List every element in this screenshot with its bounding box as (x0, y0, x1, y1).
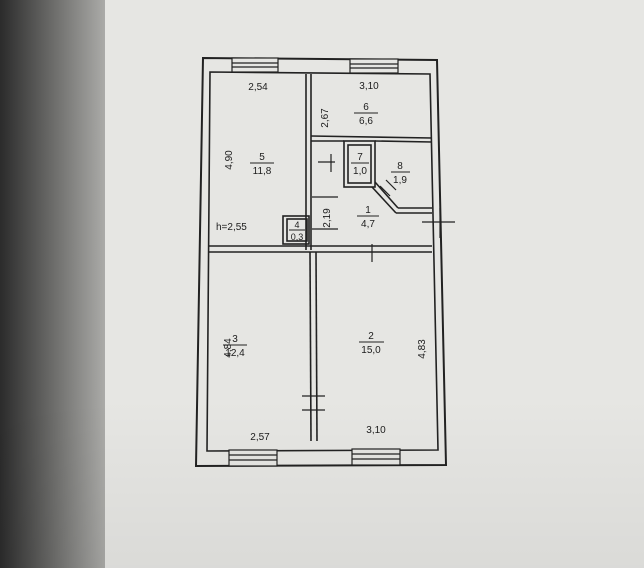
windows (228, 57, 401, 467)
interior-walls (208, 74, 433, 442)
dim-top-right-width: 3,10 (359, 81, 379, 92)
room-4-area: 0,3 (291, 232, 304, 242)
door-markers (302, 154, 455, 411)
paper-sheet (105, 0, 644, 568)
room-3-area: 12,4 (225, 348, 245, 359)
label-fraction-bars (223, 112, 410, 346)
dim-hall-height: 2,19 (322, 208, 333, 228)
dim-room3-height: 4,84 (223, 338, 234, 358)
room-7-number: 7 (357, 152, 363, 163)
dim-top-left-width: 2,54 (248, 82, 268, 93)
room-8-area: 1,9 (393, 175, 407, 186)
room-1-number: 1 (365, 205, 371, 216)
room-7-area: 1,0 (353, 166, 367, 177)
room-5-area: 11,8 (253, 166, 272, 177)
photo-shadow (0, 0, 120, 568)
room-5-number: 5 (259, 152, 265, 163)
dim-bottom-right-width: 3,10 (366, 425, 386, 436)
room-1-area: 4,7 (361, 219, 375, 230)
ceiling-height-label: h=2,55 (216, 222, 247, 233)
room-3-number: 3 (232, 334, 238, 345)
room-6-number: 6 (363, 102, 369, 113)
room-4-number: 4 (294, 220, 299, 230)
dim-room5-height: 4,90 (224, 150, 235, 170)
room-2-number: 2 (368, 331, 374, 342)
room-8-number: 8 (397, 161, 403, 172)
room-6-area: 6,6 (359, 116, 373, 127)
dim-room6-height: 2,67 (320, 108, 331, 128)
dim-room2-height: 4,83 (417, 339, 428, 359)
dim-bottom-left-width: 2,57 (250, 432, 270, 443)
room-2-area: 15,0 (361, 345, 381, 356)
